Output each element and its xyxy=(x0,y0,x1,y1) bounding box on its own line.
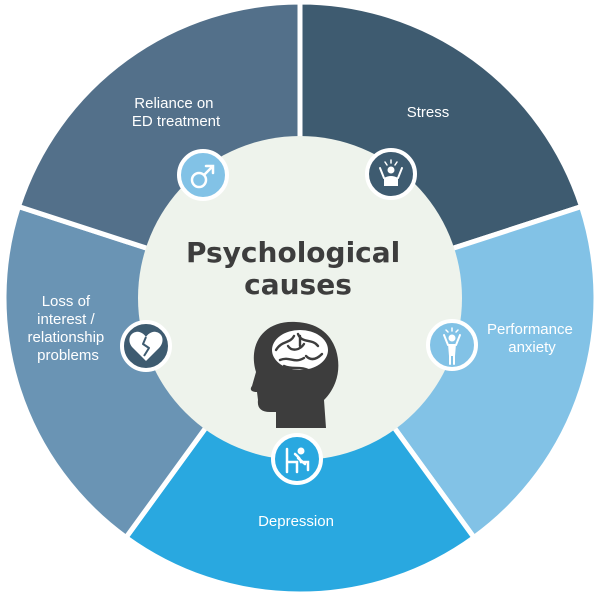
center-title-line1: Psychological xyxy=(186,236,400,269)
segment-labels: Stress Performance anxiety Depression Lo… xyxy=(28,95,577,530)
broken-heart-icon xyxy=(120,320,172,372)
label-performance-anxiety: Performance anxiety xyxy=(487,321,577,356)
anxious-person-icon xyxy=(426,319,478,371)
male-symbol-icon xyxy=(177,149,229,201)
label-depression: Depression xyxy=(258,513,334,530)
label-loss-of-interest-line-4: problems xyxy=(37,347,99,364)
sitting-sad-person-icon xyxy=(271,433,323,485)
label-stress: Stress xyxy=(407,104,450,121)
label-depression-line-1: Depression xyxy=(258,513,334,530)
label-reliance-line-2: ED treatment xyxy=(132,113,221,130)
label-loss-of-interest-line-1: Loss of xyxy=(42,293,91,310)
head-brain-icon xyxy=(250,321,339,428)
label-performance-anxiety-line-1: Performance xyxy=(487,321,573,338)
label-reliance-on-ed-treatment: Reliance on ED treatment xyxy=(132,95,221,130)
segment-icons xyxy=(120,148,478,485)
label-loss-of-interest: Loss of interest / relationship problems xyxy=(28,293,109,364)
stressed-person-icon xyxy=(365,148,417,200)
center-title-line2: causes xyxy=(244,268,352,301)
label-loss-of-interest-line-3: relationship xyxy=(28,329,105,346)
label-stress-line-1: Stress xyxy=(407,104,450,121)
center-disc xyxy=(138,136,462,460)
label-performance-anxiety-line-2: anxiety xyxy=(508,339,556,356)
center-title: Psychological causes xyxy=(186,236,410,301)
label-reliance-line-1: Reliance on xyxy=(134,95,213,112)
label-loss-of-interest-line-2: interest / xyxy=(37,311,95,328)
